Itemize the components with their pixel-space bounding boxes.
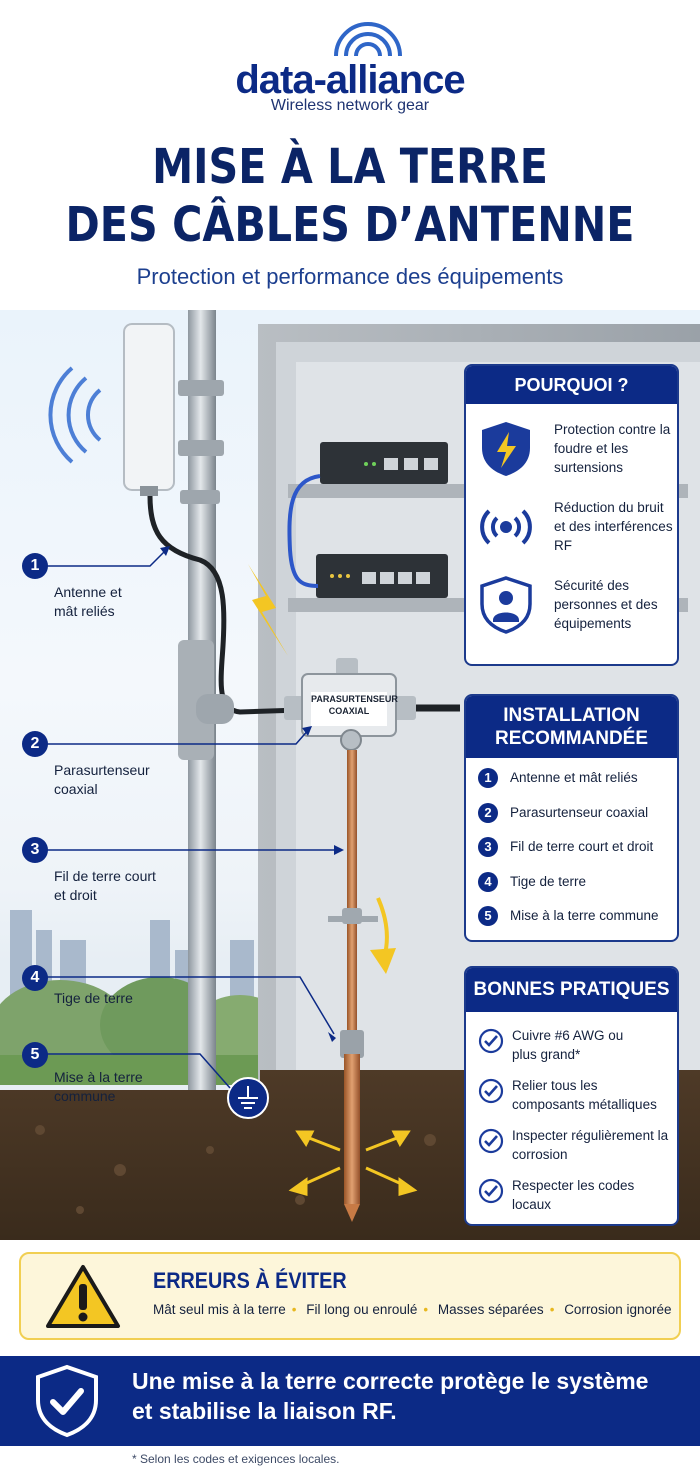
page-subtitle: Protection et performance des équipement…	[136, 264, 564, 289]
title-line-2: DES CÂBLES D’ANTENNE	[65, 197, 635, 253]
best-practices-panel: BONNES PRATIQUES Cuivre #6 AWG ou plus g…	[464, 966, 679, 1226]
why-item-text: Protection contre la foudre et les surte…	[554, 422, 671, 475]
person-shield-icon	[480, 576, 532, 634]
error-item: Fil long ou enroulé	[306, 1302, 418, 1317]
errors-list: Mât seul mis à la terre• Fil long ou enr…	[153, 1302, 672, 1317]
ground-wire	[347, 750, 357, 1052]
step-number: 2	[22, 731, 48, 757]
practice-item: Inspecter régulièrement la corrosion	[466, 1120, 677, 1170]
brand-tagline: Wireless network gear	[270, 97, 430, 114]
practice-text: Relier tous les composants métalliques	[512, 1078, 657, 1112]
why-item: Protection contre la foudre et les surte…	[466, 410, 677, 488]
practice-item: Relier tous les composants métalliques	[466, 1070, 677, 1120]
mast-grounding-block	[178, 640, 214, 760]
radio-waves-icon	[48, 366, 102, 464]
errors-heading: ERREURS À ÉVITER	[153, 1268, 347, 1293]
brand-logo: data-alliance Wireless network gear	[0, 22, 700, 114]
callout-lines	[36, 547, 340, 1089]
title-line-1: MISE À LA TERRE	[152, 139, 548, 195]
header: data-alliance Wireless network gear MISE…	[0, 0, 700, 310]
practice-text: Respecter les codes locaux	[512, 1178, 635, 1212]
brand-name: data-alliance	[235, 58, 465, 102]
current-arrow-icon	[370, 948, 396, 974]
step-number: 3	[22, 837, 48, 863]
lightning-bolt-icon	[248, 564, 288, 656]
panel-antenna	[123, 323, 175, 496]
step-label: Fil de terre court et droit	[54, 868, 156, 903]
check-shield-icon	[36, 1364, 98, 1438]
cable-entry-gland	[196, 694, 234, 724]
why-item: Sécurité des personnes et des équipement…	[466, 566, 677, 644]
step-2: 2 Parasurtenseur coaxial	[22, 731, 150, 797]
why-item-text: Sécurité des personnes et des équipement…	[554, 578, 658, 631]
why-item: Réduction du bruit et des interférences …	[466, 488, 677, 566]
errors-box: ERREURS À ÉVITER Mât seul mis à la terre…	[19, 1252, 681, 1340]
surge-protector	[284, 658, 416, 751]
lightning-shield-icon	[482, 422, 530, 476]
error-item: Corrosion ignorée	[564, 1302, 672, 1317]
practice-text: Inspecter régulièrement la corrosion	[512, 1128, 669, 1162]
error-item: Mât seul mis à la terre	[153, 1302, 286, 1317]
why-item-text: Réduction du bruit et des interférences …	[554, 500, 673, 553]
check-circle-icon	[478, 1028, 504, 1054]
footnote: * Selon les codes et exigences locales.	[132, 1452, 340, 1466]
why-heading: POURQUOI ?	[466, 366, 677, 404]
wifi-waves-icon	[334, 22, 402, 57]
practice-text: Cuivre #6 AWG ou plus grand*	[512, 1028, 624, 1062]
step-number: 1	[22, 553, 48, 579]
step-number: 4	[22, 965, 48, 991]
surge-protector-label: PARASURTENSEUR COAXIAL	[311, 694, 398, 716]
practice-item: Cuivre #6 AWG ou plus grand*	[466, 1020, 677, 1070]
check-circle-icon	[478, 1128, 504, 1154]
step-label: Parasurtenseur coaxial	[54, 762, 150, 797]
step-label: Antenne et mât reliés	[54, 584, 122, 619]
step-number: 5	[22, 1042, 48, 1068]
best-practices-heading: BONNES PRATIQUES	[466, 968, 677, 1012]
step-1: 1 Antenne et mât reliés	[22, 553, 122, 619]
step-5: 5 Mise à la terre commune	[22, 1042, 143, 1104]
installation-heading: INSTALLATION RECOMMANDÉE	[466, 696, 677, 758]
dispersion-arrows	[288, 1130, 418, 1196]
check-circle-icon	[478, 1078, 504, 1104]
step-4: 4 Tige de terre	[22, 965, 133, 1006]
why-panel: POURQUOI ? Protection contre la foudre e…	[464, 364, 679, 666]
step-label: Mise à la terre commune	[54, 1069, 143, 1104]
conclusion-banner: Une mise à la terre correcte protège le …	[0, 1356, 700, 1446]
page-title: MISE À LA TERRE DES CÂBLES D’ANTENNE	[49, 138, 651, 254]
rf-signal-icon	[480, 509, 532, 545]
step-3: 3 Fil de terre court et droit	[22, 837, 156, 903]
warning-triangle-icon	[46, 1265, 120, 1328]
conclusion-text: Une mise à la terre correcte protège le …	[132, 1368, 649, 1424]
check-circle-icon	[478, 1178, 504, 1204]
ground-symbol-icon	[227, 1077, 269, 1119]
practice-item: Respecter les codes locaux	[466, 1170, 677, 1220]
step-label: Tige de terre	[54, 990, 133, 1006]
error-item: Masses séparées	[437, 1302, 544, 1317]
ground-rod	[340, 1030, 364, 1222]
